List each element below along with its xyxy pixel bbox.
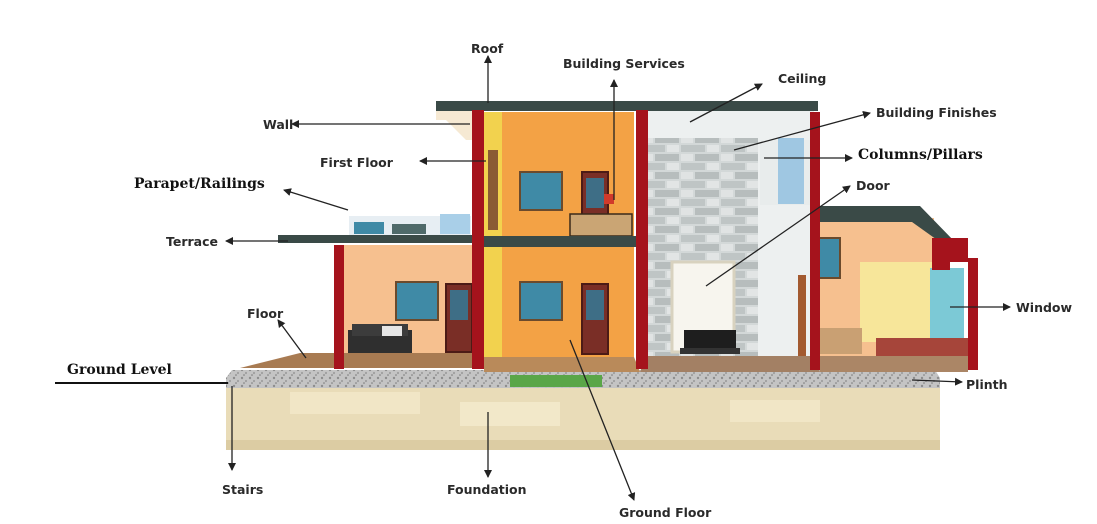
foundation-ground-block [226, 385, 940, 450]
floor-slab [478, 236, 638, 247]
label-floor: Floor [247, 306, 283, 321]
first-floor-center-room [484, 112, 634, 236]
label-stairs: Stairs [222, 482, 263, 497]
double-height-hall [640, 110, 820, 372]
label-columns-pillars: Columns/Pillars [858, 147, 983, 163]
label-wall: Wall [263, 117, 293, 132]
label-building-services: Building Services [563, 56, 685, 71]
label-parapet-railings: Parapet/Railings [134, 176, 265, 192]
label-plinth: Plinth [966, 377, 1008, 392]
label-ground-floor: Ground Floor [619, 505, 711, 520]
label-ground-level: Ground Level [67, 362, 172, 378]
label-terrace: Terrace [166, 234, 218, 249]
ground-floor-center-room [484, 247, 640, 387]
label-foundation: Foundation [447, 482, 527, 497]
label-door: Door [856, 178, 890, 193]
label-ceiling: Ceiling [778, 71, 826, 86]
label-building-finishes: Building Finishes [876, 105, 997, 120]
label-window: Window [1016, 300, 1072, 315]
terrace-parapet [278, 214, 478, 243]
right-annex-room [818, 206, 978, 372]
label-roof: Roof [471, 41, 503, 56]
label-first-floor: First Floor [320, 155, 393, 170]
